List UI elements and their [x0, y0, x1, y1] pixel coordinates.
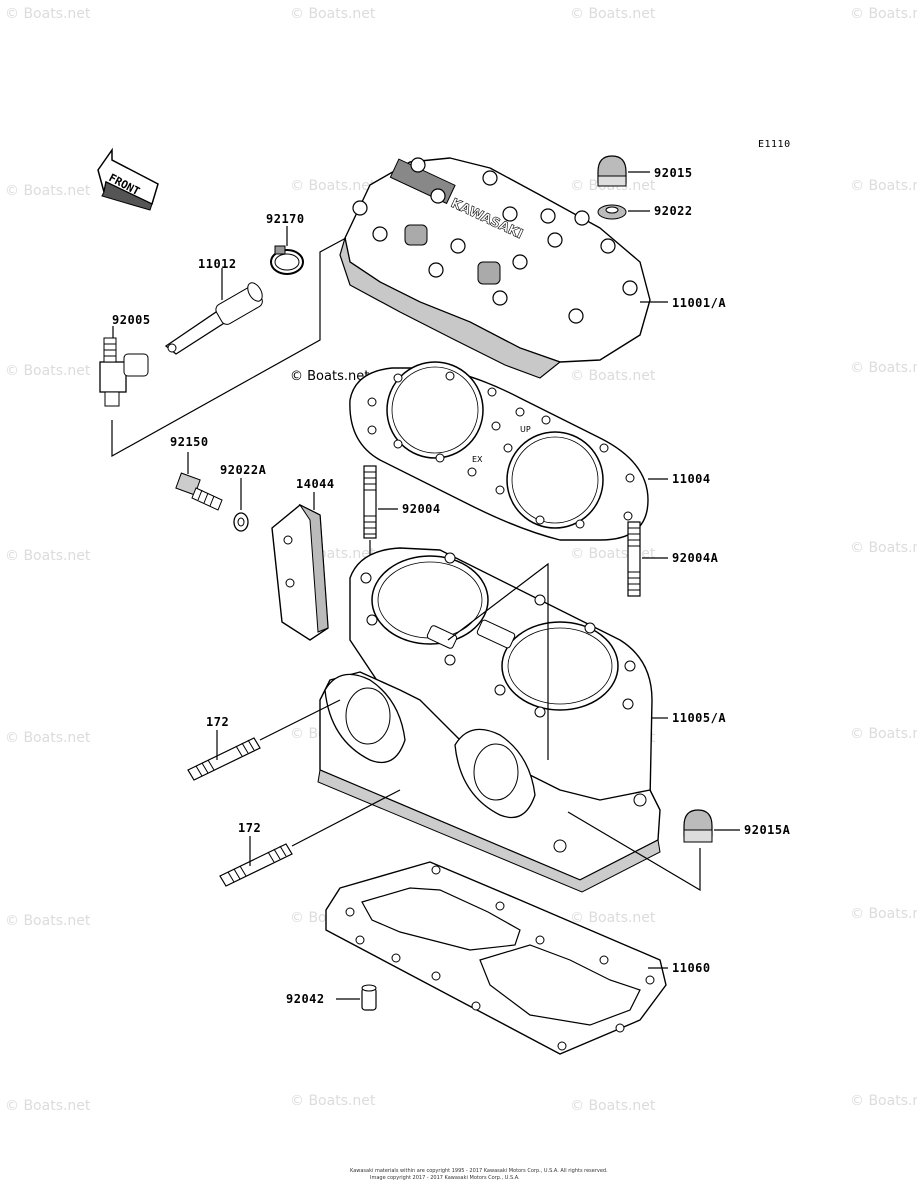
watermark: © Boats.net	[5, 363, 91, 379]
label-11004: 11004	[672, 472, 711, 486]
watermark: © Boats.net	[850, 540, 917, 556]
bolt-92150	[175, 452, 223, 511]
bracket-14044	[271, 492, 329, 641]
stud-92004	[363, 465, 398, 582]
watermark: © Boats.net	[850, 1093, 917, 1109]
watermark: © Boats.net	[290, 1093, 376, 1109]
watermark-grid: © Boats.net © Boats.net © Boats.net © Bo…	[5, 6, 917, 1114]
front-arrow-icon: FRONT	[97, 147, 159, 211]
base-gasket	[325, 861, 668, 1055]
watermark: © Boats.net	[5, 730, 91, 746]
watermark: © Boats.net	[5, 6, 91, 22]
label-92150: 92150	[170, 435, 209, 449]
watermark: © Boats.net	[5, 1098, 91, 1114]
watermark: © Boats.net	[850, 178, 917, 194]
label-11005A: 11005/A	[672, 711, 726, 725]
label-92005: 92005	[112, 313, 151, 327]
watermark: © Boats.net	[290, 6, 376, 22]
label-92015A: 92015A	[744, 823, 791, 837]
cap-nut-92015	[597, 155, 650, 187]
svg-text:UP: UP	[520, 425, 531, 434]
watermark: © Boats.net	[850, 6, 917, 22]
label-11001A: 11001/A	[672, 296, 726, 310]
watermark: © Boats.net	[5, 548, 91, 564]
footer-copyright-line2: Image copyright 2017 - 2017 Kawasaki Mot…	[370, 1175, 520, 1181]
label-172-upper: 172	[206, 715, 229, 729]
stud-172-lower	[219, 789, 401, 887]
dowel-pin-92042	[336, 984, 377, 1011]
stud-92004A	[627, 521, 668, 597]
label-92022: 92022	[654, 204, 693, 218]
stud-172-upper	[187, 699, 341, 781]
watermark: © Boats.net	[290, 178, 376, 194]
label-92004: 92004	[402, 502, 441, 516]
label-92004A: 92004A	[672, 551, 719, 565]
cylinder-block	[317, 547, 701, 893]
footer-copyright-line1: Kawasaki materials within are copyright …	[350, 1168, 608, 1174]
label-92015: 92015	[654, 166, 693, 180]
watermark: © Boats.net	[5, 183, 91, 199]
label-11012: 11012	[198, 257, 237, 271]
watermark: © Boats.net	[850, 906, 917, 922]
watermark: © Boats.net	[5, 913, 91, 929]
hose-fitting-11012	[164, 268, 263, 355]
label-172-lower: 172	[238, 821, 261, 835]
hose-clamp-92170	[270, 226, 304, 275]
label-92022A: 92022A	[220, 463, 267, 477]
watermark: © Boats.net	[570, 368, 656, 384]
cylinder-head: KAWASAKI	[339, 157, 668, 379]
part-labels: 92015 92022 92170 11012 11001/A 92005 11…	[112, 166, 791, 1006]
washer-92022A	[233, 478, 249, 532]
diagram-code: E1110	[758, 139, 791, 150]
label-11060: 11060	[672, 961, 711, 975]
svg-text:EX: EX	[472, 455, 483, 464]
watermark: © Boats.net	[570, 910, 656, 926]
elbow-fitting-92005	[99, 326, 149, 407]
watermark: © Boats.net	[850, 726, 917, 742]
watermark: © Boats.net	[850, 360, 917, 376]
center-watermark: © Boats.net	[290, 369, 369, 384]
washer-92022	[597, 204, 650, 220]
label-92042: 92042	[286, 992, 325, 1006]
watermark: © Boats.net	[570, 6, 656, 22]
cap-nut-92015A	[683, 809, 740, 843]
label-14044: 14044	[296, 477, 335, 491]
head-gasket: UP EX	[349, 361, 668, 541]
watermark: © Boats.net	[570, 1098, 656, 1114]
watermark: © Boats.net	[570, 546, 656, 562]
label-92170: 92170	[266, 212, 305, 226]
